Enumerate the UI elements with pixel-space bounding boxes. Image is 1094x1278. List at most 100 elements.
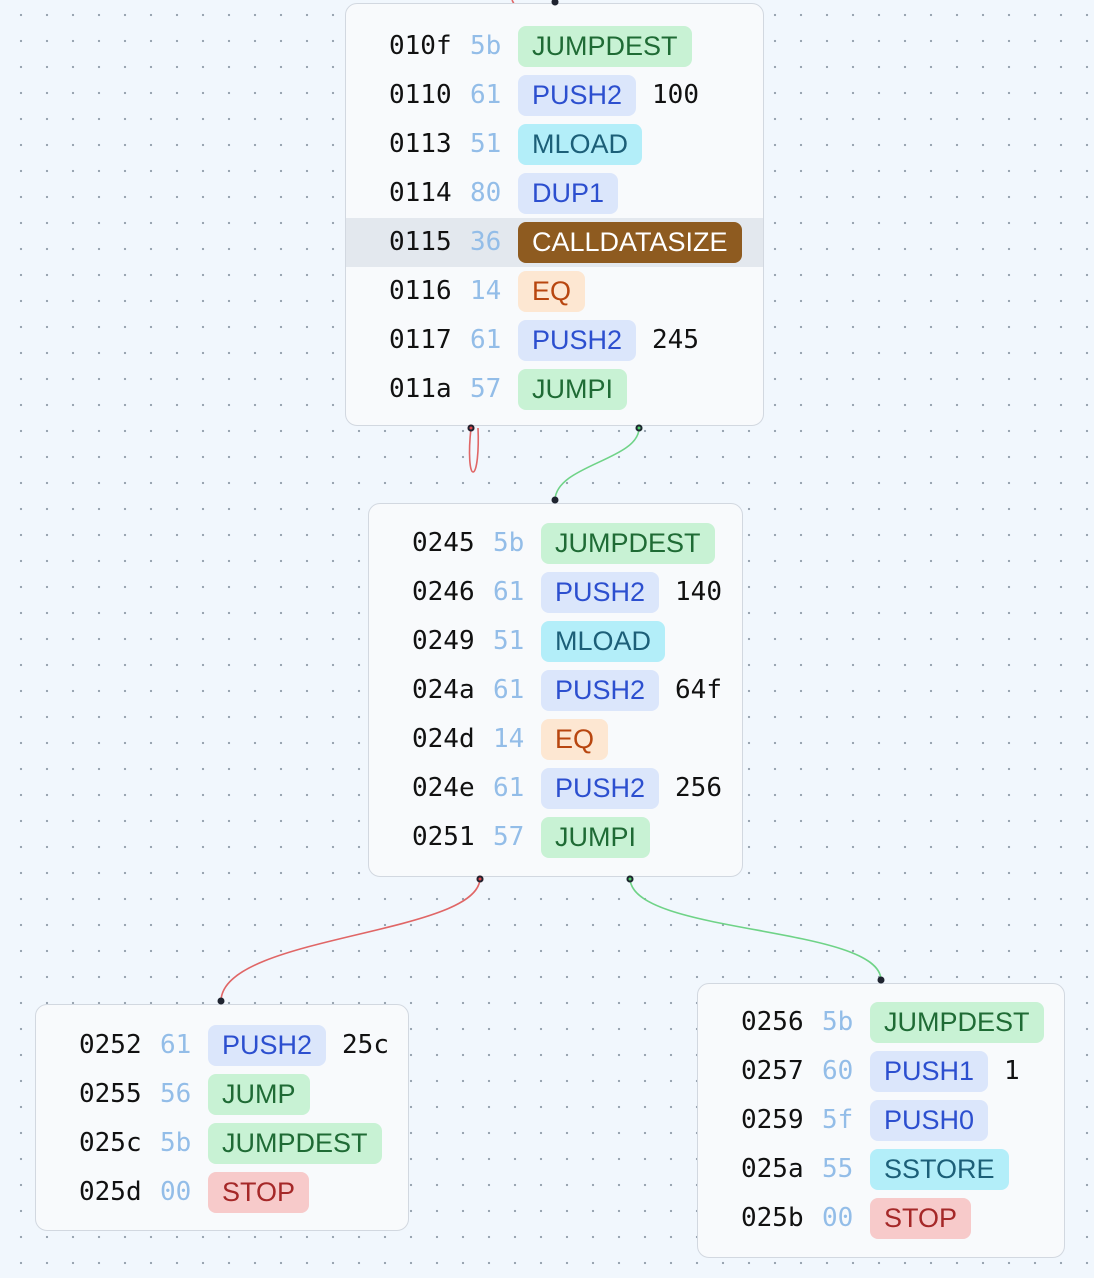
instruction-address: 0113 — [389, 129, 452, 159]
opcode-hex: 61 — [470, 80, 502, 110]
input-port[interactable] — [551, 496, 559, 504]
instruction-row[interactable]: 0114 80 DUP1 — [346, 169, 763, 218]
opcode-badge: EQ — [518, 271, 586, 312]
instruction-address: 0257 — [741, 1056, 804, 1086]
opcode-hex: 57 — [493, 822, 525, 852]
opcode-badge: PUSH2 — [518, 320, 637, 361]
opcode-hex: 36 — [470, 227, 502, 257]
opcode-hex: 61 — [160, 1030, 192, 1060]
push-argument: 140 — [675, 577, 722, 607]
opcode-hex: 00 — [822, 1203, 854, 1233]
input-port[interactable] — [551, 0, 559, 6]
opcode-hex: 5f — [822, 1105, 854, 1135]
opcode-badge: JUMPDEST — [208, 1123, 382, 1164]
push-argument: 245 — [652, 325, 699, 355]
instruction-address: 025d — [79, 1177, 142, 1207]
instruction-address: 0246 — [412, 577, 475, 607]
opcode-badge: PUSH1 — [870, 1051, 989, 1092]
instruction-address: 0117 — [389, 325, 452, 355]
opcode-badge: JUMPI — [518, 369, 627, 410]
opcode-hex: 61 — [470, 325, 502, 355]
opcode-badge: PUSH2 — [541, 572, 660, 613]
opcode-badge: JUMPDEST — [518, 26, 692, 67]
instruction-address: 0116 — [389, 276, 452, 306]
push-argument: 64f — [675, 675, 722, 705]
output-port-false[interactable] — [476, 875, 484, 883]
opcode-badge: EQ — [541, 719, 609, 760]
edge-true-0245-0256 — [629, 877, 882, 981]
opcode-hex: 55 — [822, 1154, 854, 1184]
instruction-row[interactable]: 0257 60 PUSH1 1 — [698, 1047, 1064, 1096]
instruction-address: 0251 — [412, 822, 475, 852]
opcode-hex: 5b — [160, 1128, 192, 1158]
instruction-address: 0114 — [389, 178, 452, 208]
opcode-hex: 61 — [493, 773, 525, 803]
opcode-hex: 51 — [493, 626, 525, 656]
instruction-address: 0110 — [389, 80, 452, 110]
opcode-hex: 56 — [160, 1079, 192, 1109]
input-port[interactable] — [217, 997, 225, 1005]
instruction-row[interactable]: 0116 14 EQ — [346, 267, 763, 316]
edge-false-0245-0252 — [220, 877, 481, 1002]
opcode-badge: JUMPDEST — [870, 1002, 1044, 1043]
instruction-address: 010f — [389, 31, 452, 61]
opcode-badge: PUSH2 — [541, 670, 660, 711]
output-port-true[interactable] — [626, 875, 634, 883]
opcode-badge: MLOAD — [541, 621, 666, 662]
instruction-address: 0259 — [741, 1105, 804, 1135]
opcode-badge: MLOAD — [518, 124, 643, 165]
opcode-badge: JUMP — [208, 1074, 310, 1115]
opcode-hex: 5b — [493, 528, 525, 558]
edge-true-010f-0245 — [554, 427, 640, 501]
edge-false-loop — [468, 427, 480, 473]
push-argument: 100 — [652, 80, 699, 110]
output-port-false[interactable] — [467, 424, 475, 432]
output-port-true[interactable] — [635, 424, 643, 432]
instruction-address: 024e — [412, 773, 475, 803]
instruction-row[interactable]: 0251 57 JUMPI — [369, 813, 742, 862]
opcode-hex: 14 — [493, 724, 525, 754]
instruction-address: 0256 — [741, 1007, 804, 1037]
input-port[interactable] — [877, 976, 885, 984]
opcode-badge: STOP — [870, 1198, 972, 1239]
instruction-row[interactable]: 0249 51 MLOAD — [369, 617, 742, 666]
instruction-address: 011a — [389, 374, 452, 404]
opcode-badge: JUMPI — [541, 817, 650, 858]
opcode-hex: 00 — [160, 1177, 192, 1207]
push-argument: 1 — [1004, 1056, 1020, 1086]
opcode-hex: 61 — [493, 675, 525, 705]
opcode-badge: PUSH2 — [208, 1025, 327, 1066]
instruction-row[interactable]: 0259 5f PUSH0 — [698, 1096, 1064, 1145]
instruction-address: 0249 — [412, 626, 475, 656]
instruction-address: 0252 — [79, 1030, 142, 1060]
opcode-hex: 80 — [470, 178, 502, 208]
instruction-address: 025a — [741, 1154, 804, 1184]
opcode-badge: DUP1 — [518, 173, 619, 214]
opcode-hex: 60 — [822, 1056, 854, 1086]
instruction-row[interactable]: 0117 61 PUSH2 245 — [346, 316, 763, 365]
push-argument: 25c — [342, 1030, 389, 1060]
opcode-badge: PUSH0 — [870, 1100, 989, 1141]
instruction-row[interactable]: 0252 61 PUSH2 25c — [36, 1021, 408, 1070]
opcode-hex: 14 — [470, 276, 502, 306]
